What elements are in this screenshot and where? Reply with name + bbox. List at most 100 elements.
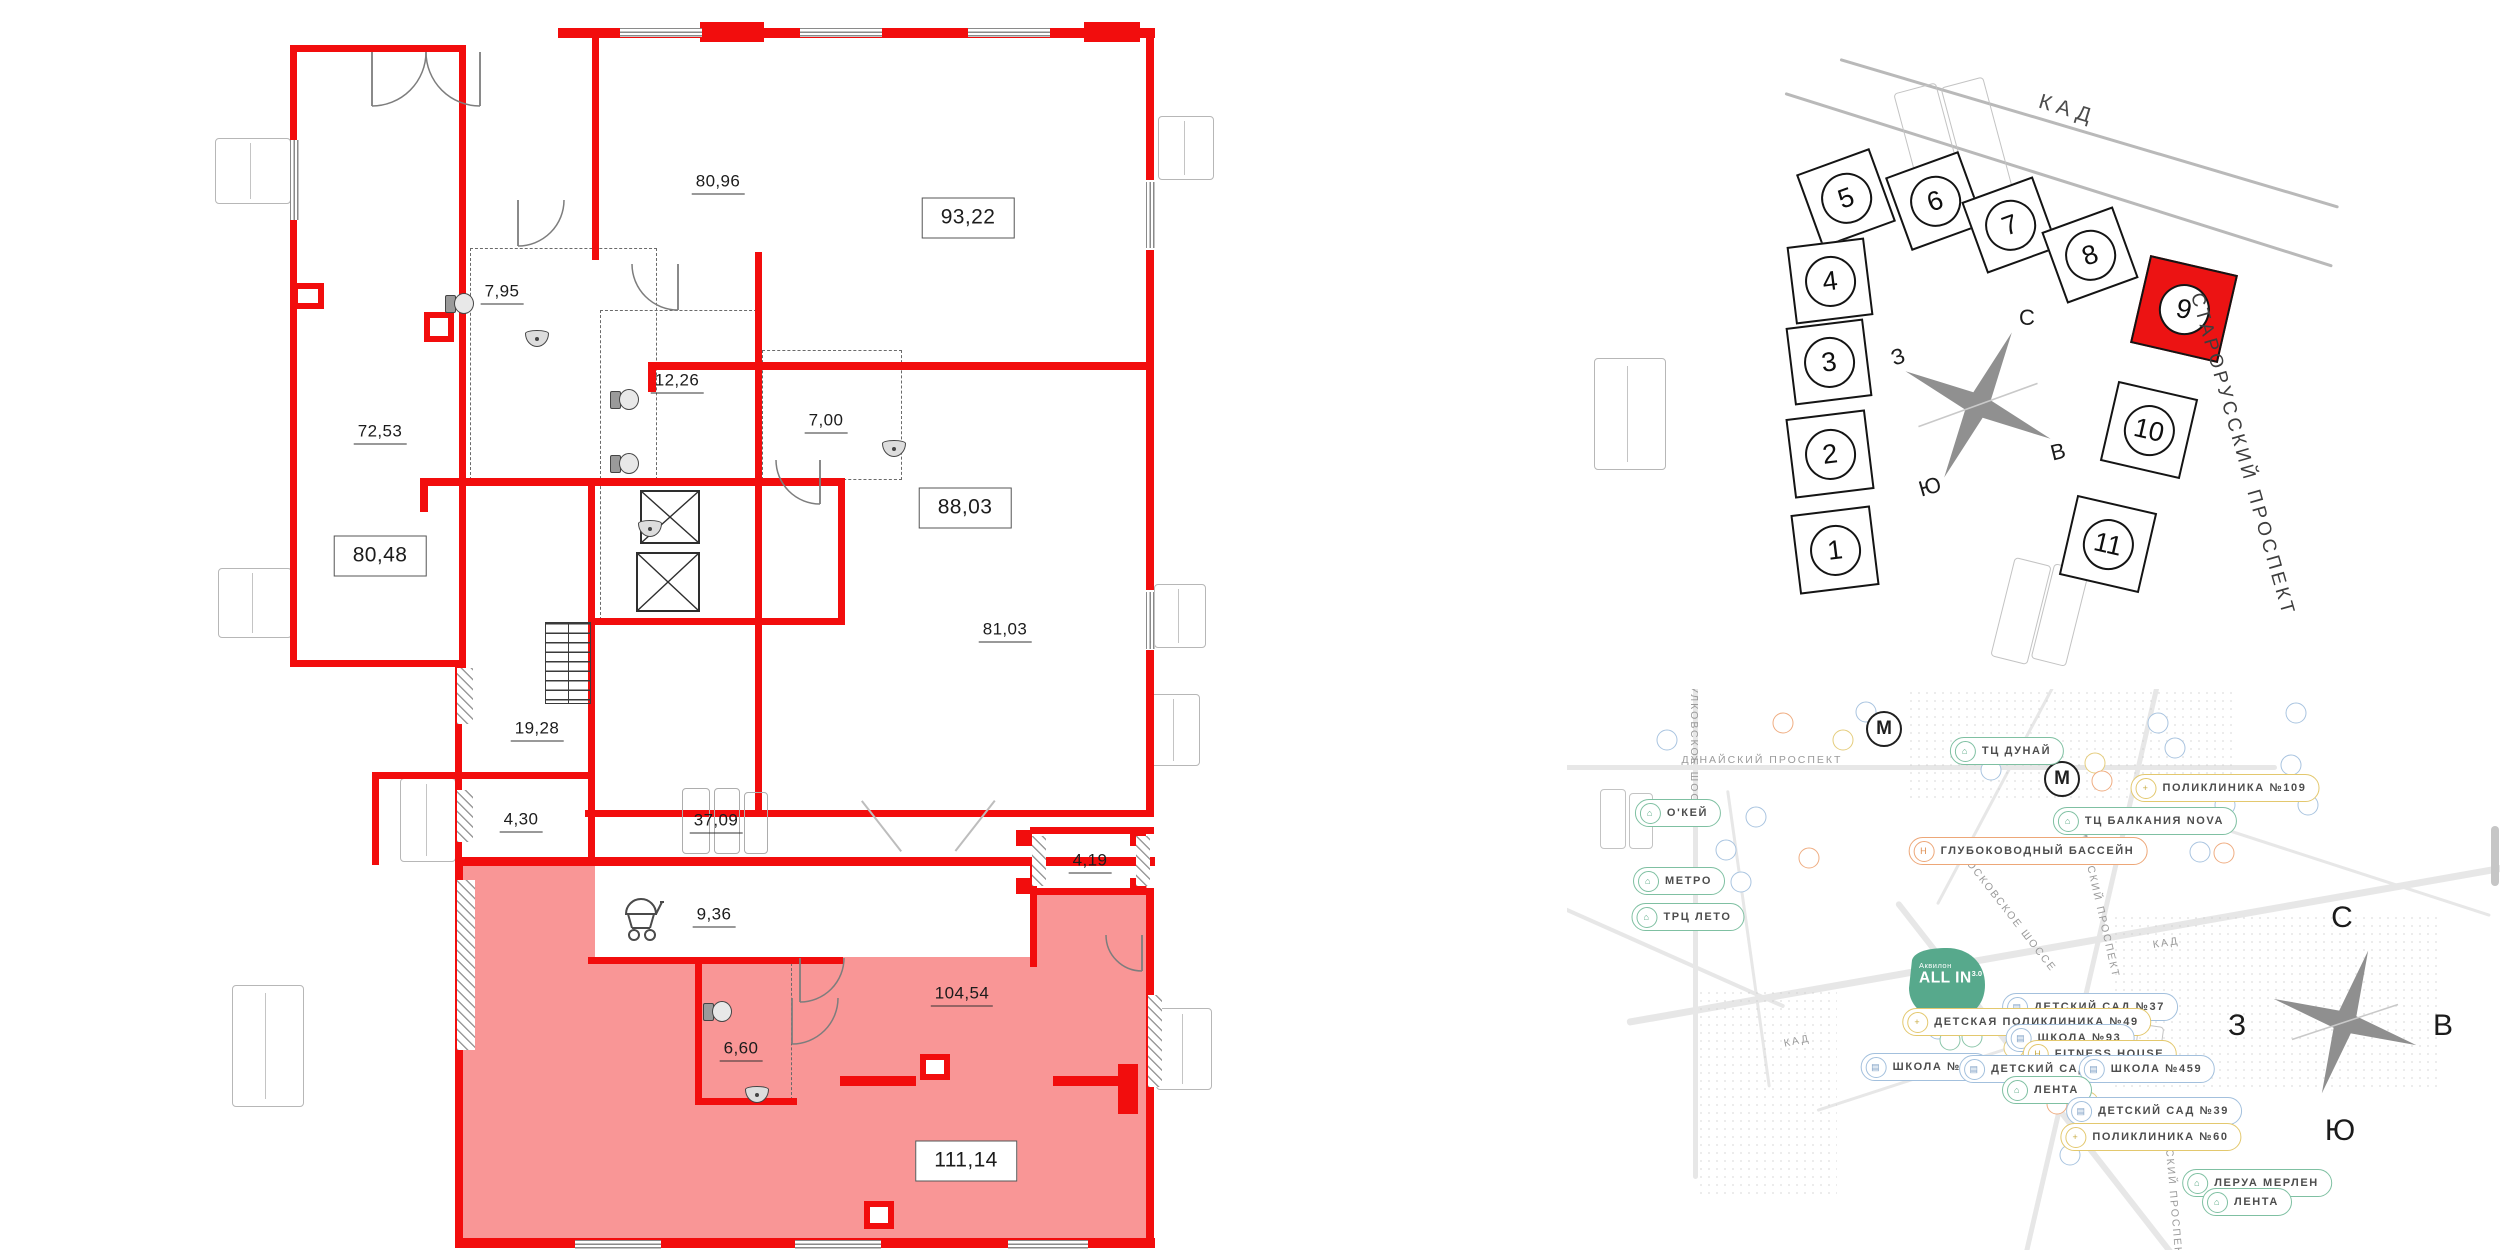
window <box>290 140 299 220</box>
metro-station-icon[interactable]: М <box>2044 761 2080 797</box>
map-poi-поликлиника-109[interactable]: +ПОЛИКЛИНИКА №109 <box>2130 774 2320 802</box>
wardrobe-outline <box>714 788 740 854</box>
building-section-8[interactable]: 8 <box>2041 206 2139 304</box>
wall-pilaster <box>424 312 454 342</box>
building-section-1[interactable]: 1 <box>1790 505 1880 595</box>
wall-segment <box>695 1098 797 1105</box>
wall-segment <box>700 22 764 42</box>
stairs-icon <box>545 622 591 704</box>
wall-segment <box>838 478 845 625</box>
room-area-label: 37,09 <box>689 811 743 834</box>
poi-label: ТЦ ДУНАЙ <box>1981 745 2052 757</box>
wall-pilaster <box>292 283 324 309</box>
poi-label: ЛЕНТА <box>2234 1196 2279 1208</box>
map-poi-метро[interactable]: ⌂МЕТРО <box>1633 867 1725 895</box>
section-number: 8 <box>2057 222 2123 288</box>
window <box>1008 1240 1088 1249</box>
wall-segment <box>1030 857 1037 967</box>
building-section-10[interactable]: 10 <box>2099 380 2199 480</box>
wall-segment <box>455 866 463 1247</box>
wall-segment <box>648 362 1154 370</box>
wall-segment <box>1053 1076 1123 1086</box>
room-area-label: 104,54 <box>930 984 994 1007</box>
compass-star <box>1905 332 2051 478</box>
wall-segment <box>1146 650 1154 817</box>
wall-segment <box>592 28 599 260</box>
map-poi-тц-дунай[interactable]: ⌂ ТЦ ДУНАЙ <box>1949 737 2065 765</box>
logo-version: 3.0 <box>1971 968 1983 978</box>
compass-west-label: З <box>1887 342 1909 371</box>
map-poi-детский-сад-39[interactable]: ▤ДЕТСКИЙ САД №39 <box>2066 1097 2242 1125</box>
shop-bag-icon: ⌂ <box>2057 810 2079 832</box>
poi-mini-marker <box>1772 712 1794 734</box>
balcony-outline <box>1594 358 1666 470</box>
poi-mini-marker <box>1730 871 1752 893</box>
wall-segment <box>1118 1064 1138 1114</box>
map-poi-трц-лето[interactable]: ⌂ТРЦ ЛЕТО <box>1631 903 1745 931</box>
poi-label: ПОЛИКЛИНИКА №109 <box>2162 782 2307 794</box>
room-area-label: 80,48 <box>333 535 427 577</box>
building-section-5[interactable]: 5 <box>1796 148 1896 248</box>
road-name-label: ДУНАЙСКИЙ ПРОСПЕКТ <box>1681 754 1843 766</box>
wall-segment <box>588 478 595 625</box>
wall-segment <box>1146 250 1154 370</box>
wall-segment <box>585 810 1154 817</box>
compass-west-label: З <box>2227 1009 2247 1042</box>
door-arc <box>1105 934 1143 972</box>
poi-mini-marker <box>2091 770 2113 792</box>
scrollbar-thumb[interactable] <box>2491 826 2499 886</box>
shop-bag-icon: ⌂ <box>1639 802 1661 824</box>
wall-segment <box>588 618 845 625</box>
room-area-label: 81,03 <box>978 620 1032 643</box>
poi-mini-marker <box>1656 729 1678 751</box>
section-number: 5 <box>1813 165 1879 231</box>
poi-label: ЛЕРУА МЕРЛЕН <box>2214 1177 2319 1189</box>
wardrobe-outline <box>682 788 710 854</box>
wall-segment <box>290 45 466 52</box>
compass-star <box>2273 950 2417 1094</box>
kindergarten-icon: ▤ <box>1964 1058 1986 1080</box>
window-zigzag <box>1148 995 1162 1087</box>
room-area-label: 7,00 <box>804 411 848 434</box>
section-number: 7 <box>1977 192 2043 258</box>
door-arc <box>775 459 821 505</box>
wall-segment <box>648 362 656 392</box>
building-section-3[interactable]: 3 <box>1785 318 1873 406</box>
map-poi-о-кей[interactable]: ⌂О'КЕЙ <box>1634 799 1722 827</box>
poi-mini-marker <box>2147 712 2169 734</box>
shop-bag-icon: ⌂ <box>1638 870 1660 892</box>
door-arc <box>425 51 481 107</box>
room-area-label: 111,14 <box>915 1140 1017 1182</box>
wall-segment <box>840 1076 916 1086</box>
building-section-4[interactable]: 4 <box>1786 237 1874 325</box>
wall-pilaster <box>920 1054 950 1080</box>
window <box>795 1240 881 1249</box>
section-number: 3 <box>1800 333 1858 391</box>
metro-station-icon[interactable]: М <box>1866 711 1902 747</box>
poi-label: ГЛУБОКОВОДНЫЙ БАССЕЙН <box>1940 845 2135 857</box>
wall-segment <box>1030 888 1154 895</box>
map-poi-лента[interactable]: ⌂ЛЕНТА <box>2202 1188 2292 1216</box>
door-arc <box>371 51 427 107</box>
poi-mini-marker <box>1715 839 1737 861</box>
door-arc <box>517 199 565 247</box>
building-section-2[interactable]: 2 <box>1785 409 1875 499</box>
door-arc <box>799 957 845 1003</box>
map-poi-школа-459[interactable]: ▤ШКОЛА №459 <box>2078 1055 2216 1083</box>
elevator-icon <box>636 552 700 612</box>
map-poi-поликлиника-60[interactable]: +ПОЛИКЛИНИКА №60 <box>2060 1123 2242 1151</box>
shop-bag-icon: ⌂ <box>2187 1172 2209 1194</box>
poi-mini-marker <box>2280 754 2302 776</box>
school-book-icon: ▤ <box>2010 1027 2032 1049</box>
toilet-icon <box>703 1000 733 1022</box>
shop-bag-icon: ⌂ <box>1954 740 1976 762</box>
room-area-label: 72,53 <box>353 422 407 445</box>
poi-mini-marker <box>1832 729 1854 751</box>
door-arc <box>791 997 839 1045</box>
balcony-outline <box>232 985 304 1107</box>
map-poi-тц-балкания-nova[interactable]: ⌂ТЦ БАЛКАНИЯ NOVA <box>2052 807 2238 835</box>
street-name-label: СТАРОРУССКИЙ ПРОСПЕКТ <box>2186 290 2299 620</box>
